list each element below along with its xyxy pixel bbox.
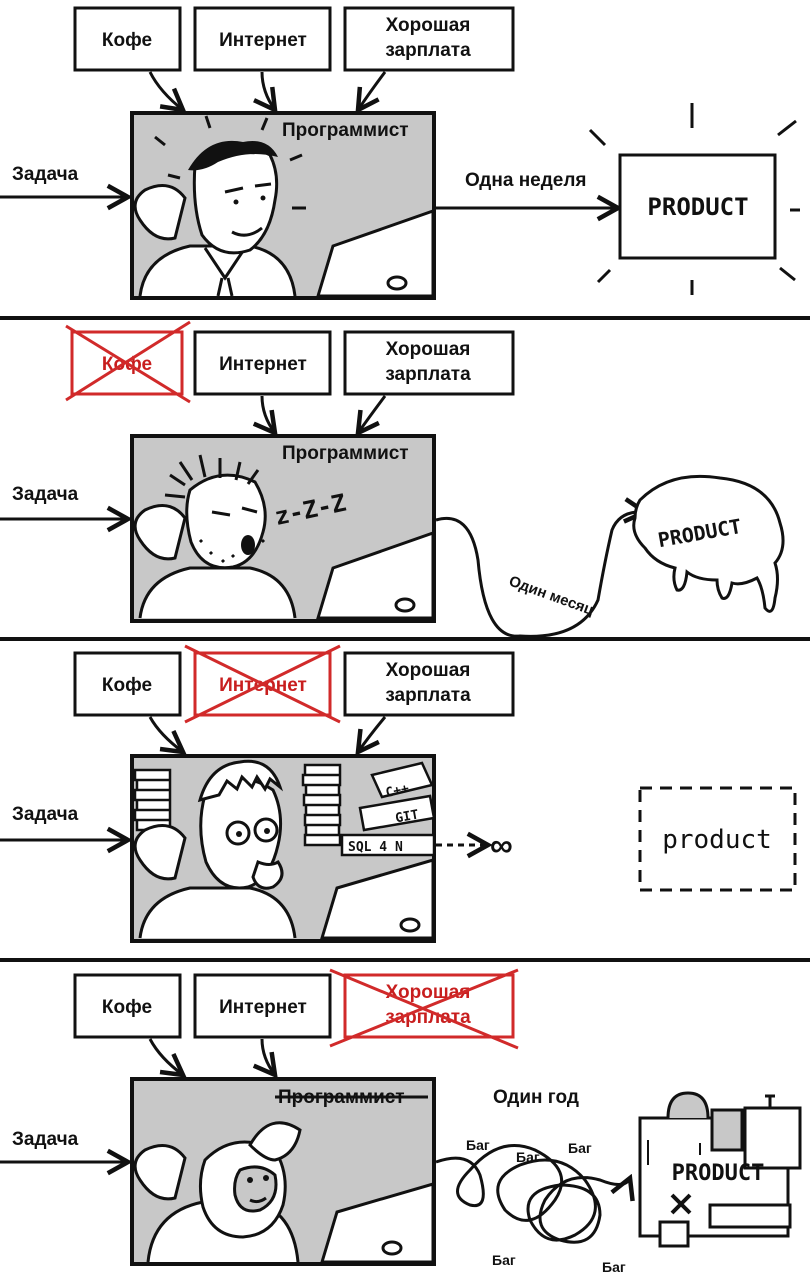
red-cross-mark	[65, 320, 191, 404]
input-box-salary: Хорошая зарплата	[343, 6, 515, 72]
happy-programmer-icon	[133, 140, 297, 297]
svg-text:Хорошая: Хорошая	[386, 339, 471, 360]
infinity-symbol: ∞	[490, 827, 513, 863]
programmer-frame: Программист	[130, 111, 436, 300]
laptop-icon	[319, 1182, 435, 1264]
input-box-salary: Хорошая зарплата	[343, 330, 515, 396]
dashed-product-box: product	[638, 786, 797, 892]
svg-text:Кофе: Кофе	[102, 997, 152, 1018]
input-box-internet: Интернет	[193, 973, 332, 1039]
arrow-internet	[262, 71, 275, 110]
svg-text:Хорошая: Хорошая	[386, 15, 471, 36]
task-label: Задача	[12, 484, 79, 505]
svg-text:зарплата: зарплата	[385, 364, 471, 385]
arrow-internet	[262, 395, 275, 433]
panel-2: Кофе Интернет Хорошая зарплата Задача Пр…	[0, 320, 785, 638]
arrow-coffee	[148, 71, 183, 110]
svg-text:Интернет: Интернет	[219, 354, 307, 375]
book-cplusplus: C++	[370, 761, 434, 801]
svg-text:Хорошая: Хорошая	[386, 660, 471, 681]
svg-text:SQL 4 N: SQL 4 N	[348, 840, 403, 855]
book-git: GIT	[358, 794, 436, 832]
svg-text:PRODUCT: PRODUCT	[647, 193, 748, 221]
svg-text:Интернет: Интернет	[219, 30, 307, 51]
arrow-salary	[358, 395, 387, 433]
arrow-internet	[262, 1038, 275, 1075]
svg-text:PRODUCT: PRODUCT	[672, 1161, 765, 1186]
bug-label: Баг	[466, 1137, 490, 1153]
task-label: Задача	[12, 804, 79, 825]
svg-text:Интернет: Интернет	[219, 997, 307, 1018]
book-sql: SQL 4 N	[340, 833, 436, 857]
input-box-coffee: Кофе	[73, 651, 182, 717]
time-label: Один год	[493, 1087, 579, 1108]
sleepy-programmer-icon	[133, 454, 297, 619]
laptop-icon	[319, 858, 435, 940]
time-label: Одна неделя	[465, 170, 587, 191]
programmer-frame: Программист	[130, 1077, 436, 1266]
svg-text:GIT: GIT	[394, 808, 420, 827]
red-cross-mark	[184, 644, 341, 724]
svg-text:Кофе: Кофе	[102, 30, 152, 51]
input-box-salary: Хорошая зарплата	[343, 651, 515, 717]
input-box-salary-crossed: Хорошая зарплата	[329, 968, 519, 1050]
programmer-frame: C++ GIT SQL 4 N	[130, 754, 436, 943]
svg-text:зарплата: зарплата	[385, 685, 471, 706]
confused-programmer-icon	[133, 759, 297, 939]
input-box-coffee-crossed: Кофе	[65, 320, 191, 404]
frame-title: Программист	[282, 120, 409, 141]
svg-text:C++: C++	[384, 781, 410, 801]
melting-product-icon: PRODUCT	[632, 474, 785, 613]
laptop-icon	[315, 530, 435, 620]
bug-label: Баг	[492, 1252, 516, 1268]
input-box-internet: Интернет	[193, 330, 332, 396]
panel-1: Кофе Интернет Хорошая зарплата Задача Пр…	[0, 6, 800, 300]
bug-label: Баг	[516, 1149, 540, 1165]
arrow-coffee	[148, 1038, 183, 1075]
arrow-coffee	[148, 716, 183, 752]
svg-text:зарплата: зарплата	[385, 1007, 471, 1028]
programmer-frame: Программист z-Z-Z	[130, 434, 436, 623]
red-cross-mark	[329, 968, 519, 1050]
svg-text:Кофе: Кофе	[102, 675, 152, 696]
shine-lines	[588, 103, 800, 295]
arrow-salary	[358, 716, 387, 752]
task-label: Задача	[12, 1129, 79, 1150]
input-box-coffee: Кофе	[73, 973, 182, 1039]
task-label: Задача	[12, 164, 79, 185]
product-box: PRODUCT	[618, 153, 777, 260]
arrow-salary	[358, 71, 387, 110]
input-box-coffee: Кофе	[73, 6, 182, 72]
monkey-programmer-icon	[133, 1121, 302, 1263]
bug-label: Баг	[568, 1140, 592, 1156]
tangled-bug-path	[435, 1144, 630, 1244]
panel-4: Кофе Интернет Хорошая зарплата Задача Пр…	[0, 968, 802, 1275]
output-curve	[435, 512, 645, 638]
input-box-internet: Интернет	[193, 6, 332, 72]
svg-text:зарплата: зарплата	[385, 40, 471, 61]
time-label: Один месяц	[507, 573, 597, 620]
bug-label: Баг	[602, 1259, 626, 1275]
panel-3: Кофе Интернет Хорошая зарплата Задача C+…	[0, 644, 797, 943]
laptop-icon	[315, 208, 435, 298]
frankenstein-product-icon: PRODUCT	[638, 1091, 802, 1248]
svg-text:product: product	[662, 825, 772, 855]
input-box-internet-crossed: Интернет	[184, 644, 341, 724]
frame-title: Программист	[282, 443, 409, 464]
book-stack-icon	[133, 763, 342, 847]
